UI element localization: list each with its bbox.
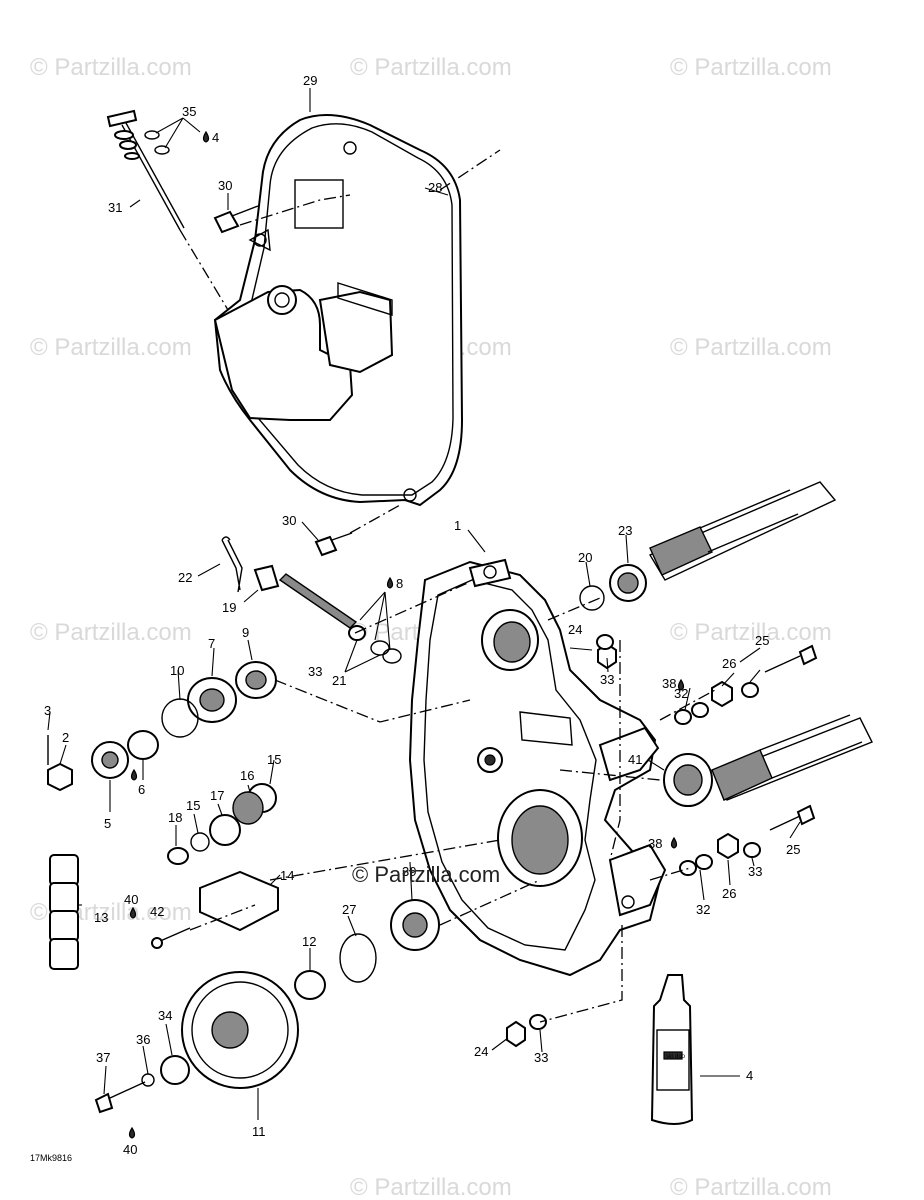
- drive-shafts: [648, 481, 873, 801]
- callout-19: 19: [222, 600, 236, 615]
- callout-7: 7: [208, 636, 215, 651]
- callout-22: 22: [178, 570, 192, 585]
- center-watermark: © Partzilla.com: [352, 862, 500, 887]
- callout-21: 21: [332, 673, 346, 688]
- callout-38: 38: [648, 836, 662, 851]
- watermark: © Partzilla.com: [350, 1174, 512, 1200]
- callout-20: 20: [578, 550, 592, 565]
- callout-32: 32: [674, 686, 688, 701]
- callout-39: 39: [402, 864, 416, 879]
- callout-5: 5: [104, 816, 111, 831]
- callout-41: 41: [628, 752, 642, 767]
- callout-14: 14: [280, 868, 294, 883]
- callout-9: 9: [242, 625, 249, 640]
- bottle-label: ski doo: [666, 1054, 686, 1060]
- callout-8: 8: [396, 576, 403, 591]
- oil-bottle: ski doo: [650, 974, 694, 1125]
- callout-33: 33: [600, 672, 614, 687]
- callout-15: 15: [186, 798, 200, 813]
- callout-29: 29: [303, 73, 317, 88]
- callout-26: 26: [722, 656, 736, 671]
- leader-lines: [47, 88, 801, 1120]
- callout-35: 35: [182, 104, 196, 119]
- watermark: © Partzilla.com: [670, 619, 832, 646]
- chaincase-cover: [213, 114, 464, 507]
- watermark: © Partzilla.com: [30, 54, 192, 81]
- callout-32: 32: [696, 902, 710, 917]
- callout-3: 3: [44, 703, 51, 718]
- callout-18: 18: [168, 810, 182, 825]
- watermark: © Partzilla.com: [670, 334, 832, 361]
- callout-34: 34: [158, 1008, 172, 1023]
- chaincase-housing: [408, 558, 667, 977]
- diagram-code: 17Mk9816: [30, 1153, 72, 1163]
- watermark: © Partzilla.com: [30, 619, 192, 646]
- callout-2: 2: [62, 730, 69, 745]
- callout-36: 36: [136, 1032, 150, 1047]
- callout-11: 11: [252, 1124, 266, 1139]
- callout-40: 40: [124, 892, 138, 907]
- callout-23: 23: [618, 523, 632, 538]
- callout-25: 25: [786, 842, 800, 857]
- alignment-lines: [179, 149, 716, 1023]
- callout-42: 42: [150, 904, 164, 919]
- callout-31: 31: [108, 200, 122, 215]
- callout-25: 25: [755, 633, 769, 648]
- callout-4: 4: [212, 130, 219, 145]
- callout-30: 30: [282, 513, 296, 528]
- callout-1: 1: [454, 518, 461, 533]
- watermark: © Partzilla.com: [30, 334, 192, 361]
- callout-27: 27: [342, 902, 356, 917]
- callout-24: 24: [474, 1044, 488, 1059]
- callout-10: 10: [170, 663, 184, 678]
- callout-4: 4: [746, 1068, 753, 1083]
- callout-33: 33: [748, 864, 762, 879]
- small-parts: [47, 109, 818, 1139]
- callout-6: 6: [138, 782, 145, 797]
- callout-16: 16: [240, 768, 254, 783]
- callout-33: 33: [308, 664, 322, 679]
- callout-37: 37: [96, 1050, 110, 1065]
- callout-numbers: 29 35 4 30 28 31 30 1 23 20 22 8 19 24 3…: [44, 73, 800, 1157]
- watermark: © Partzilla.com: [670, 1174, 832, 1200]
- watermark: © Partzilla.com: [670, 54, 832, 81]
- callout-33: 33: [534, 1050, 548, 1065]
- watermark: © Partzilla.com: [350, 54, 512, 81]
- callout-15: 15: [267, 752, 281, 767]
- drive-chain: [49, 854, 79, 970]
- callout-26: 26: [722, 886, 736, 901]
- callout-12: 12: [302, 934, 316, 949]
- callout-17: 17: [210, 788, 224, 803]
- callout-24: 24: [568, 622, 582, 637]
- callout-40: 40: [123, 1142, 137, 1157]
- callout-38: 38: [662, 676, 676, 691]
- callout-30: 30: [218, 178, 232, 193]
- callout-28: 28: [428, 180, 442, 195]
- callout-13: 13: [94, 910, 108, 925]
